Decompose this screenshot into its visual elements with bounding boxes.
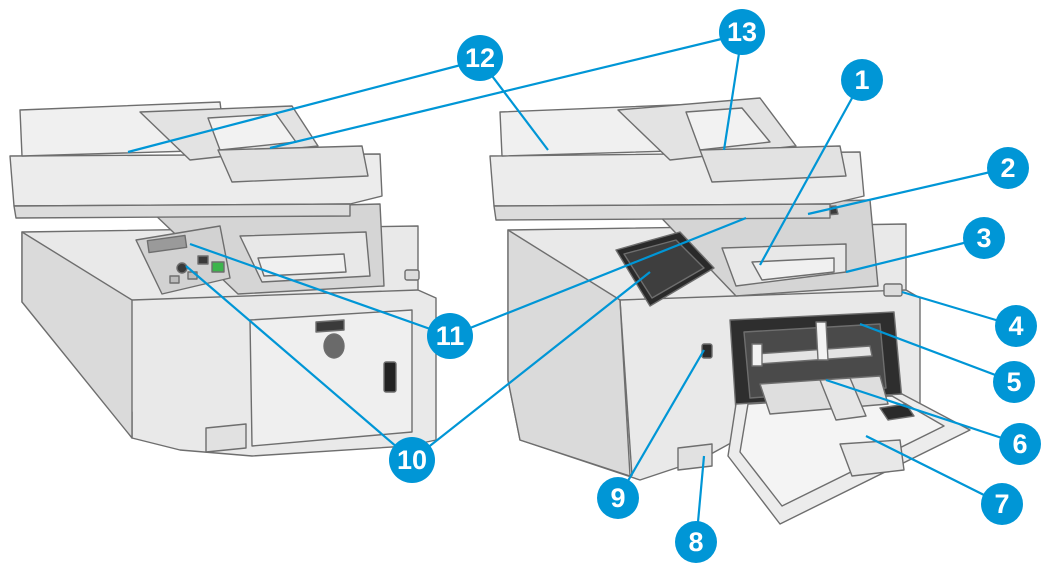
right-tray-tab: [879, 403, 915, 421]
left-front-button: [323, 333, 345, 359]
leader-10b: [411, 271, 651, 461]
leader-7: [865, 435, 1003, 505]
left-front-door: [249, 309, 413, 447]
leader-11a: [189, 242, 451, 338]
callout-1: 1: [841, 59, 883, 101]
left-control-panel-green-button: [211, 261, 225, 273]
svg-text:5: 5: [1006, 367, 1021, 397]
callout-7: 7: [981, 483, 1023, 525]
callout-8: 8: [675, 521, 717, 563]
callout-6: 6: [999, 423, 1041, 465]
callout-4: 4: [995, 305, 1037, 347]
right-adf-output-tray: [699, 145, 847, 183]
right-printer: [489, 97, 971, 525]
left-adf-output-tray: [217, 145, 369, 183]
left-power-button: [404, 269, 420, 281]
leader-10a: [185, 265, 413, 461]
left-handle-slot: [383, 361, 397, 393]
callout-3: 3: [963, 217, 1005, 259]
callout-2: 2: [987, 147, 1029, 189]
callout-5: 5: [993, 361, 1035, 403]
svg-text:6: 6: [1012, 429, 1027, 459]
svg-text:12: 12: [465, 43, 495, 73]
svg-text:8: 8: [688, 527, 703, 557]
callout-11: 11: [427, 313, 473, 359]
leader-13a: [269, 32, 743, 150]
callout-12: 12: [457, 35, 503, 81]
left-control-panel-display: [146, 234, 188, 254]
leader-11b: [449, 216, 747, 338]
svg-text:1: 1: [854, 65, 869, 95]
leader-3: [845, 236, 985, 274]
leader-5: [859, 322, 1015, 384]
callout-badges: 1 2 3 4 5 6 7 8: [389, 9, 1041, 563]
svg-text:13: 13: [727, 17, 757, 47]
svg-text:2: 2: [1000, 153, 1015, 183]
svg-text:3: 3: [976, 223, 991, 253]
svg-text:4: 4: [1008, 311, 1023, 341]
callout-13: 13: [719, 9, 765, 55]
right-model-plate: [677, 443, 713, 471]
svg-text:10: 10: [397, 445, 427, 475]
left-printer: [9, 101, 437, 457]
leader-6: [825, 378, 1021, 446]
leader-12a: [127, 58, 481, 154]
svg-text:9: 9: [610, 483, 625, 513]
right-power-button: [883, 283, 903, 297]
svg-text:11: 11: [436, 321, 465, 351]
leader-9: [617, 349, 705, 499]
svg-text:7: 7: [994, 489, 1009, 519]
leader-1: [759, 79, 863, 266]
right-usb-port: [701, 343, 713, 359]
callout-10: 10: [389, 437, 435, 483]
leader-2: [807, 166, 1009, 216]
callout-9: 9: [597, 477, 639, 519]
